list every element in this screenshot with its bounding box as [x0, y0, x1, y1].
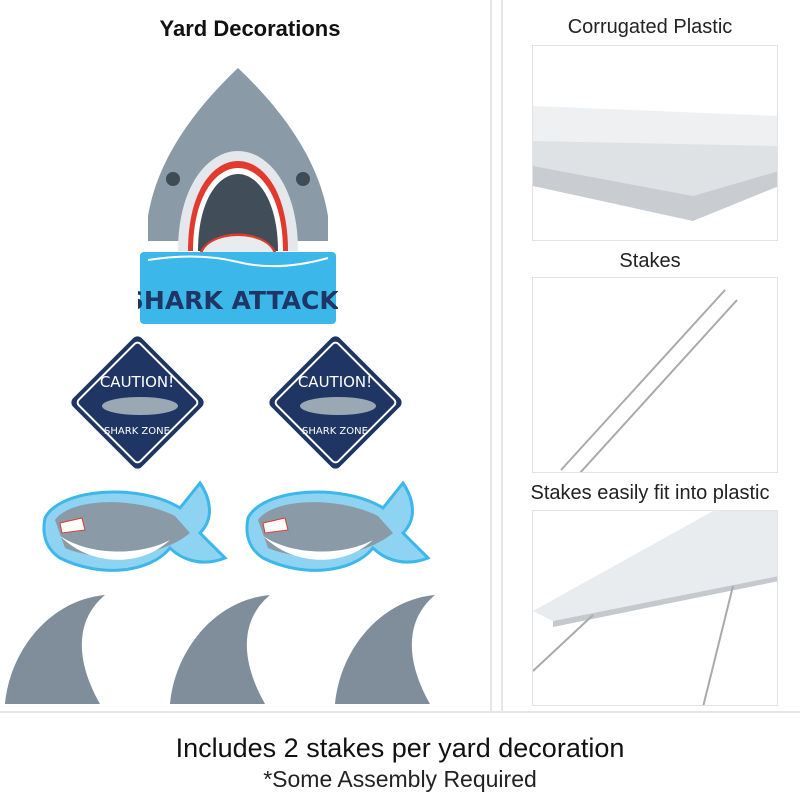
svg-text:SHARK ZONE: SHARK ZONE	[104, 426, 170, 437]
svg-text:CAUTION!: CAUTION!	[100, 373, 174, 391]
shark-fin-3	[335, 595, 435, 704]
divider-bottom	[0, 711, 800, 713]
shark-attack-sign: SHARK ATTACK!	[138, 68, 338, 324]
shark-attack-text: SHARK ATTACK!	[138, 286, 338, 315]
corrugated-plastic-image	[532, 45, 778, 241]
shark-cutout-left	[42, 480, 228, 572]
yard-decorations-title: Yard Decorations	[159, 16, 341, 41]
stakes-fit-label: Stakes easily fit into plastic	[530, 482, 770, 504]
shark-fins	[5, 595, 435, 704]
corrugated-plastic-label: Corrugated Plastic	[567, 16, 733, 38]
stakes-label: Stakes	[619, 250, 681, 272]
svg-text:SHARK ZONE: SHARK ZONE	[302, 426, 368, 437]
divider-left	[490, 0, 492, 712]
svg-text:CAUTION!: CAUTION!	[298, 373, 372, 391]
shark-fin-1	[5, 595, 105, 704]
shark-eye-right	[296, 172, 310, 186]
caution-sign-right: CAUTION! SHARK ZONE	[269, 336, 402, 469]
footer-assembly-note: *Some Assembly Required	[263, 766, 537, 792]
caution-sign-left: CAUTION! SHARK ZONE	[71, 336, 204, 469]
divider-right	[501, 0, 503, 712]
stakes-fit-image	[532, 510, 778, 706]
footer-stakes-note: Includes 2 stakes per yard decoration	[175, 733, 625, 763]
shark-cutout-right	[245, 480, 431, 572]
shark-eye-left	[166, 172, 180, 186]
shark-fin-2	[170, 595, 270, 704]
stakes-image	[532, 277, 778, 473]
